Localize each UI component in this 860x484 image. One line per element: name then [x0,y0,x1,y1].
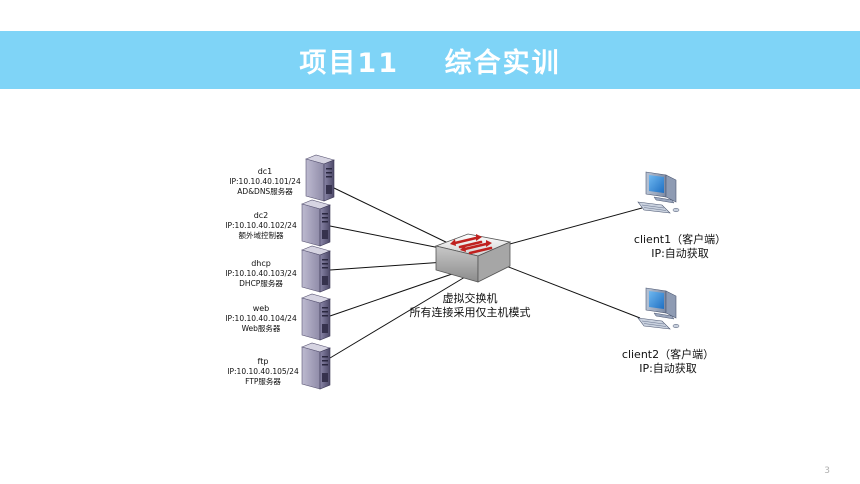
link-ftp-switch [329,276,466,359]
server-web-icon [301,293,331,341]
server-role: AD&DNS服务器 [237,187,293,196]
server-dc2-icon [301,199,331,247]
server-ftp-label: ftp IP:10.10.40.105/24 FTP服务器 [226,357,300,387]
page-number: 3 [824,466,830,476]
network-switch-icon [434,233,512,283]
client-name: client2（客户端） [621,348,715,361]
server-dhcp-label: dhcp IP:10.10.40.103/24 DHCP服务器 [224,259,298,289]
server-ip: IP:10.10.40.105/24 [227,367,299,376]
link-dc1-switch [333,187,453,246]
server-name: ftp [257,357,269,366]
server-ip: IP:10.10.40.104/24 [225,314,297,323]
server-dhcp-icon [301,245,331,293]
switch-name: 虚拟交换机 [442,292,498,305]
client-ip: IP:自动获取 [651,247,709,260]
server-ftp-icon [301,342,331,390]
client1-computer-icon [637,171,680,214]
link-dc2-switch [329,225,451,251]
network-links [329,187,643,359]
server-ip: IP:10.10.40.101/24 [229,177,301,186]
link-dhcp-switch [329,261,446,271]
link-switch-client2 [505,265,641,319]
slide-title: 项目11 综合实训 [299,47,561,79]
client-ip: IP:自动获取 [639,362,697,375]
link-web-switch [329,272,456,317]
server-dc1-icon [305,154,335,202]
link-switch-client1 [505,207,643,246]
server-name: web [252,304,270,313]
server-dc2-label: dc2 IP:10.10.40.102/24 额外域控制器 [224,211,298,241]
server-role: 额外域控制器 [238,231,284,240]
client2-label: client2（客户端） IP:自动获取 [608,348,728,376]
server-role: Web服务器 [241,324,281,333]
server-web-label: web IP:10.10.40.104/24 Web服务器 [224,304,298,334]
client-name: client1（客户端） [633,233,727,246]
switch-mode: 所有连接采用仅主机模式 [409,306,531,319]
title-banner: 项目11 综合实训 [0,31,860,89]
server-ip: IP:10.10.40.102/24 [225,221,297,230]
server-name: dhcp [251,259,271,268]
client2-computer-icon [637,287,680,330]
client1-label: client1（客户端） IP:自动获取 [620,233,740,261]
server-name: dc2 [253,211,269,220]
server-name: dc1 [257,167,273,176]
server-ip: IP:10.10.40.103/24 [225,269,297,278]
server-role: DHCP服务器 [239,279,283,288]
switch-label: 虚拟交换机 所有连接采用仅主机模式 [400,292,540,320]
server-dc1-label: dc1 IP:10.10.40.101/24 AD&DNS服务器 [228,167,302,197]
server-role: FTP服务器 [245,377,281,386]
